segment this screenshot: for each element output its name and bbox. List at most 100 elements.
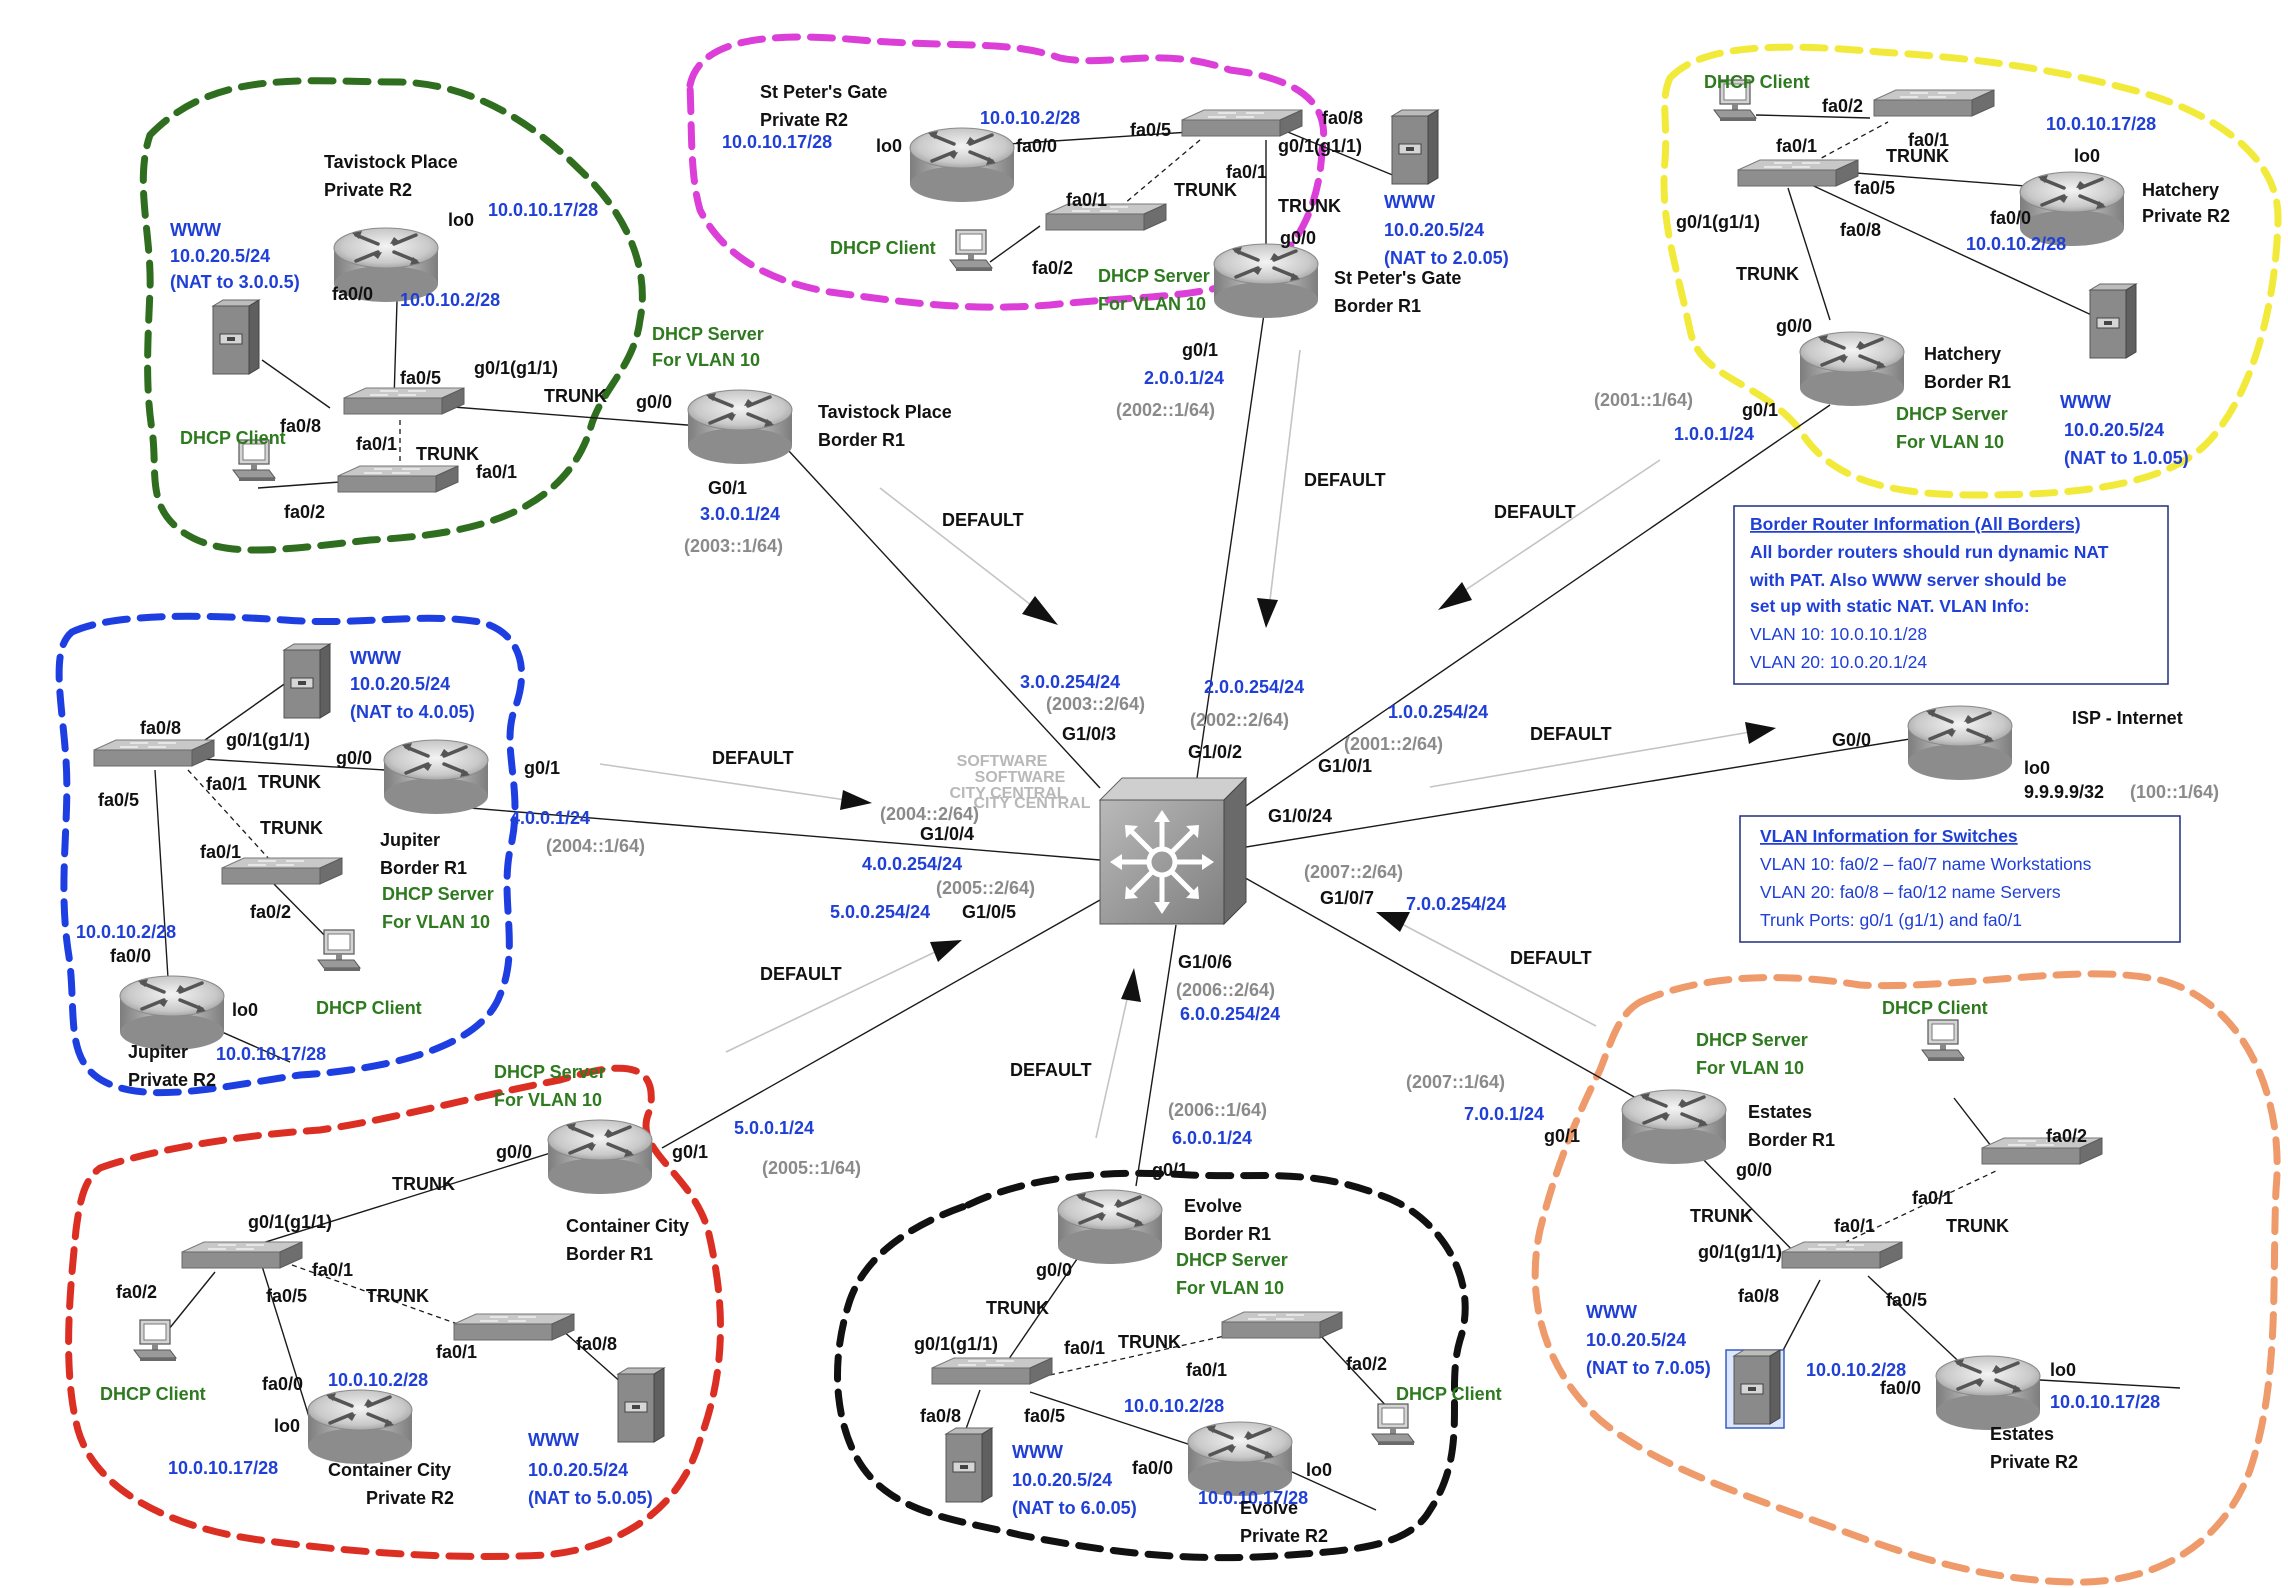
estates-dhcp-client-pc[interactable] [1921,1019,1965,1062]
estates-fa01a: fa0/1 [1834,1216,1875,1236]
stpeters-www-2: 10.0.20.5/24 [1384,220,1484,240]
hatchery-dhcp-server-1: DHCP Server [1896,404,2008,424]
jupiter-fa05: fa0/5 [98,790,139,810]
core-g102-ip: 2.0.0.254/24 [1204,677,1304,697]
estates-private-r2-router[interactable] [1934,1354,2042,1432]
isp-port-g00: G0/0 [1832,730,1871,750]
stpeters-fa01b: fa0/1 [1066,190,1107,210]
tavistock-www-server[interactable] [212,299,260,375]
tavistock-dhcp-server-1: DHCP Server [652,324,764,344]
default-label-jupiter: DEFAULT [712,748,794,768]
hatchery-switch-2[interactable] [1873,89,1995,117]
evolve-dhcp-client-pc[interactable] [1371,1403,1415,1446]
st-peters-dhcp-client-pc[interactable] [949,229,993,272]
evolve-private-r2-name-1: Evolve [1240,1498,1298,1518]
estates-www-server[interactable] [1725,1349,1785,1429]
jupiter-private-r2-router[interactable] [118,974,226,1052]
estates-trunk-1: TRUNK [1690,1206,1753,1226]
jupiter-lo0: lo0 [232,1000,258,1020]
jupiter-fa00-ip: 10.0.10.2/28 [76,922,176,942]
evolve-switch-1[interactable] [931,1357,1053,1385]
container-dhcp-client-pc[interactable] [133,1319,177,1362]
stpeters-fa00-ip: 10.0.10.2/28 [980,108,1080,128]
hatchery-www-server[interactable] [2089,283,2137,359]
container-private-r2-router[interactable] [306,1388,414,1466]
tavistock-border-r1-router[interactable] [686,388,794,466]
container-www-server[interactable] [617,1367,665,1443]
estates-fa01b: fa0/1 [1912,1188,1953,1208]
jupiter-www-server[interactable] [283,643,331,719]
hatchery-border-r1-router[interactable] [1798,330,1906,408]
evolve-lo0: lo0 [1306,1460,1332,1480]
evolve-private-r2-router[interactable] [1186,1420,1294,1498]
jupiter-g01: g0/1 [524,758,560,778]
evolve-border-r1-router[interactable] [1056,1188,1164,1266]
core-port-g105: G1/0/5 [962,902,1016,922]
evolve-private-r2-name-2: Private R2 [1240,1526,1328,1546]
default-label-isp: DEFAULT [1530,724,1612,744]
isp-lo0-ip: 9.9.9.9/32 [2024,782,2104,802]
tavistock-labels: Tavistock Place Private R2 lo0 10.0.10.1… [170,152,952,556]
hatchery-lo0: lo0 [2074,146,2100,166]
evolve-g01-ipv6: (2006::1/64) [1168,1100,1267,1120]
estates-border-name-1: Estates [1748,1102,1812,1122]
container-private-r2-name-2: Private R2 [366,1488,454,1508]
core-g103-ipv6: (2003::2/64) [1046,694,1145,714]
vlan-info-line-3: Trunk Ports: g0/1 (g1/1) and fa0/1 [1760,910,2022,930]
evolve-www-server[interactable] [945,1427,993,1503]
evolve-g01: g0/1 [1152,1160,1188,1180]
evolve-g01g11: g0/1(g1/1) [914,1334,998,1354]
evolve-g01-ip: 6.0.0.1/24 [1172,1128,1252,1148]
tavistock-border-name-2: Border R1 [818,430,905,450]
st-peters-switch-1[interactable] [1181,109,1303,137]
estates-dhcp-client: DHCP Client [1882,998,1988,1018]
st-peters-border-r1-router[interactable] [1212,242,1320,320]
estates-border-r1-router[interactable] [1620,1088,1728,1166]
zone-st-peters-gate [686,33,1328,311]
hatchery-www-2-visible: 10.0.20.5/24 [2064,420,2164,440]
core-switch[interactable] [1098,776,1248,926]
default-label-evolve: DEFAULT [1010,1060,1092,1080]
stpeters-g01: g0/1 [1182,340,1218,360]
estates-dhcp-server-2: For VLAN 10 [1696,1058,1804,1078]
tavistock-private-r2-name-1: Tavistock Place [324,152,458,172]
container-border-r1-router[interactable] [546,1118,654,1196]
jupiter-g01g11: g0/1(g1/1) [226,730,310,750]
jupiter-private-r2-name-1: Jupiter [128,1042,188,1062]
estates-g01-ip: 7.0.0.1/24 [1464,1104,1544,1124]
evolve-switch-2[interactable] [1221,1311,1343,1339]
jupiter-border-r1-router[interactable] [382,738,490,816]
container-switch-1[interactable] [181,1241,303,1269]
estates-switch-1[interactable] [1781,1241,1903,1269]
estates-g01-ipv6: (2007::1/64) [1406,1072,1505,1092]
isp-router[interactable] [1906,704,2014,782]
jupiter-dhcp-client-pc[interactable] [317,929,361,972]
estates-fa00-ip: 10.0.10.2/28 [1806,1360,1906,1380]
border-info-line-3: set up with static NAT. VLAN Info: [1750,596,2030,616]
core-watermark-line1: SOFTWARE [957,753,1048,770]
tavistock-fa00-ip: 10.0.10.2/28 [400,290,500,310]
evolve-border-name-2: Border R1 [1184,1224,1271,1244]
evolve-dhcp-server-2: For VLAN 10 [1176,1278,1284,1298]
jupiter-fa01b: fa0/1 [200,842,241,862]
jupiter-fa01a: fa0/1 [206,774,247,794]
container-trunk-1: TRUNK [392,1174,455,1194]
evolve-fa00-ip: 10.0.10.2/28 [1124,1396,1224,1416]
evolve-fa02: fa0/2 [1346,1354,1387,1374]
zone-estates [1531,970,2281,1586]
hatchery-dhcp-client: DHCP Client [1704,72,1810,92]
default-label-stpeters: DEFAULT [1304,470,1386,490]
core-port-g103: G1/0/3 [1062,724,1116,744]
stpeters-private-r2-name-2: Private R2 [760,110,848,130]
st-peters-www-server[interactable] [1391,109,1439,185]
hatchery-fa02: fa0/2 [1822,96,1863,116]
estates-www-3: (NAT to 7.0.05) [1586,1358,1711,1378]
hatchery-switch-1[interactable] [1737,159,1859,187]
st-peters-private-r2-router[interactable] [908,126,1016,204]
container-switch-2[interactable] [453,1313,575,1341]
jupiter-switch-1[interactable] [93,739,215,767]
tavistock-switch-1[interactable] [343,387,465,415]
stpeters-fa02: fa0/2 [1032,258,1073,278]
estates-dhcp-server-1: DHCP Server [1696,1030,1808,1050]
tavistock-switch-2[interactable] [337,465,459,493]
